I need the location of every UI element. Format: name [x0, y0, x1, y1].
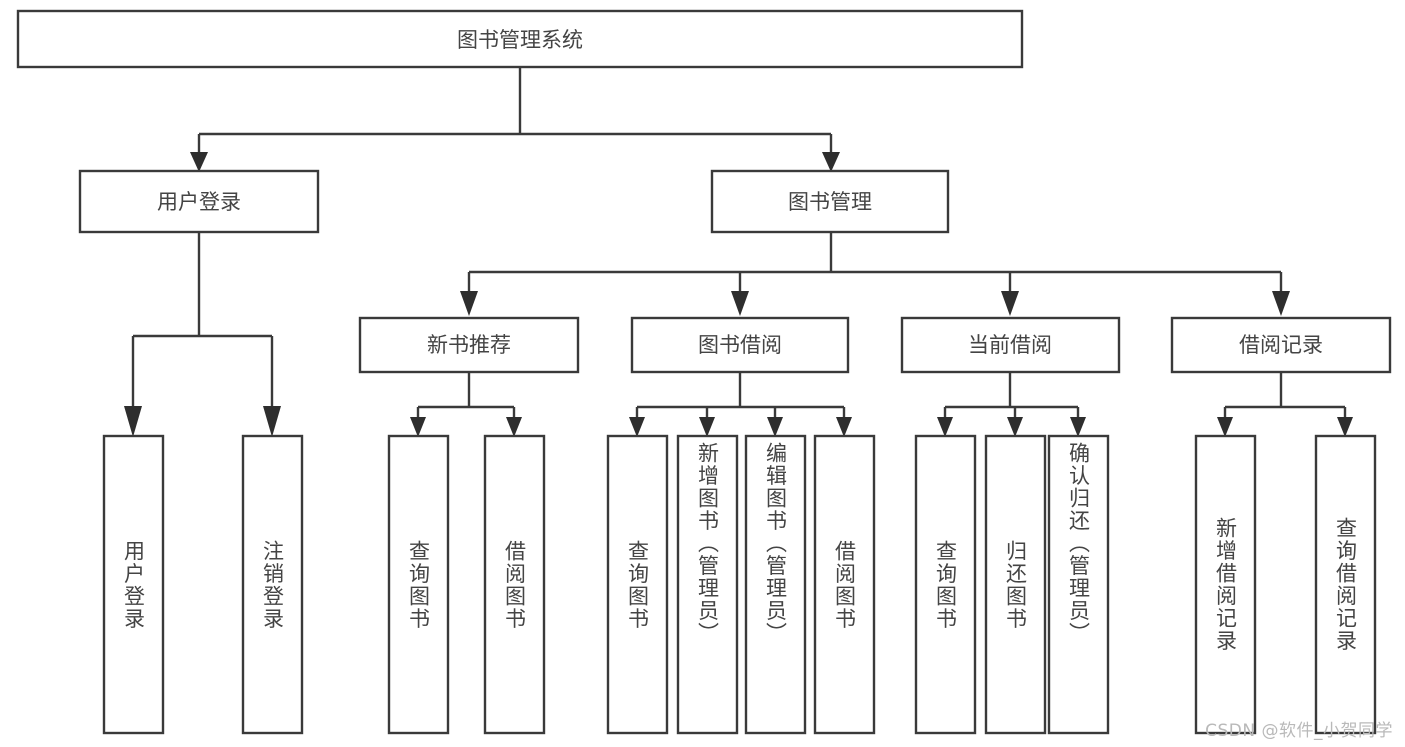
arrowhead-leaf-logout: [263, 406, 281, 437]
arrowhead-newbook: [460, 291, 478, 316]
arrowhead-borrow: [731, 291, 749, 316]
leaf-box-query-borrow-record[interactable]: [1314, 434, 1377, 735]
node-book-management[interactable]: [710, 169, 950, 234]
watermark-text: CSDN @软件_小贺同学: [1205, 721, 1393, 741]
leaf-box-borrow-book[interactable]: [813, 434, 876, 735]
node-new-book-recommend-label: 新书推荐: [427, 333, 511, 357]
node-borrow-record[interactable]: [1170, 316, 1392, 374]
node-root-label: 图书管理系统: [457, 28, 583, 52]
arrowhead-newbook-leaf-1: [410, 417, 426, 437]
node-layer: 图书管理系统 用户登录 图书管理 新书推荐 图书借阅 当前借阅 借阅记录: [16, 9, 1392, 735]
node-book-borrow-label: 图书借阅: [698, 333, 782, 357]
node-current-borrow-label: 当前借阅: [968, 333, 1052, 357]
arrowhead-record-leaf-2: [1337, 417, 1353, 437]
arrowhead-login: [190, 152, 208, 172]
leaf-box-query-book-current[interactable]: [914, 434, 977, 735]
arrowhead-borrow-leaf-4: [836, 417, 852, 437]
leaf-box-borrow-book-newbook[interactable]: [483, 434, 546, 735]
arrowhead-newbook-leaf-2: [506, 417, 522, 437]
arrowhead-record: [1272, 291, 1290, 316]
leaf-box-logout[interactable]: [241, 434, 304, 735]
arrowhead-borrow-leaf-2: [699, 417, 715, 437]
leaf-box-confirm-return-admin[interactable]: [1047, 434, 1110, 735]
arrowhead-record-leaf-1: [1217, 417, 1233, 437]
arrowhead-leaf-user-login: [124, 406, 142, 437]
arrowhead-current-leaf-3: [1070, 417, 1086, 437]
node-book-management-label: 图书管理: [788, 190, 872, 214]
arrowhead-layer: [124, 152, 1353, 437]
arrowhead-borrow-leaf-1: [629, 417, 645, 437]
arrowhead-borrow-leaf-3: [767, 417, 783, 437]
arrowhead-current-leaf-1: [937, 417, 953, 437]
node-new-book-recommend[interactable]: [358, 316, 580, 374]
arrowhead-current: [1001, 291, 1019, 316]
node-user-login-label: 用户登录: [157, 190, 241, 214]
leaf-box-query-book-borrow[interactable]: [606, 434, 669, 735]
arrowhead-bookmgmt: [822, 152, 840, 172]
node-book-borrow[interactable]: [630, 316, 850, 374]
node-root[interactable]: [16, 9, 1024, 69]
leaf-box-query-book-newbook[interactable]: [387, 434, 450, 735]
leaf-box-add-borrow-record[interactable]: [1194, 434, 1257, 735]
leaf-box-add-book-admin[interactable]: [676, 434, 739, 735]
node-borrow-record-label: 借阅记录: [1239, 333, 1323, 357]
leaf-box-edit-book-admin[interactable]: [744, 434, 807, 735]
leaf-box-user-login[interactable]: [102, 434, 165, 735]
node-user-login[interactable]: [78, 169, 320, 234]
leaf-box-return-book[interactable]: [984, 434, 1047, 735]
arrowhead-current-leaf-2: [1007, 417, 1023, 437]
node-current-borrow[interactable]: [900, 316, 1121, 374]
